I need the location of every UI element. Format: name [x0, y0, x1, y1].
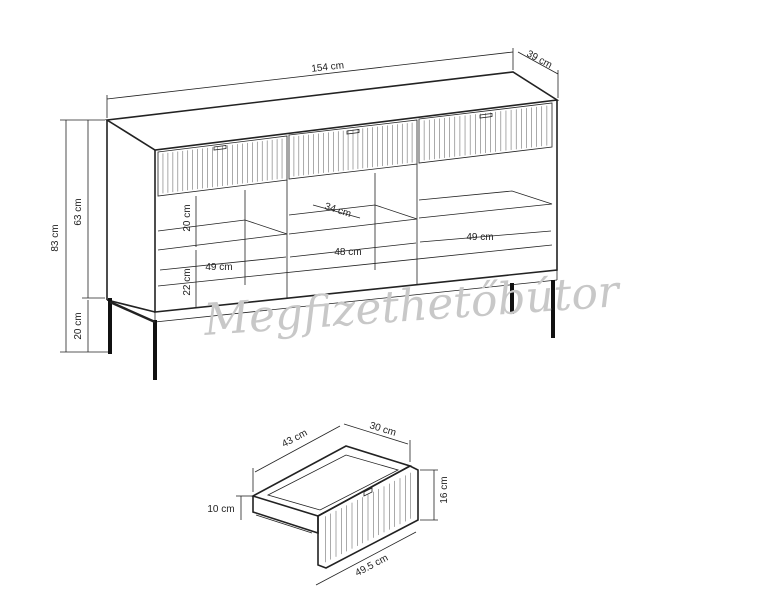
- label-drawer-side-height: 10 cm: [207, 504, 234, 515]
- drawer-panel-handle: [363, 487, 373, 497]
- label-width: 154 cm: [311, 60, 345, 75]
- drawer-handle-right: [479, 113, 493, 119]
- label-shelf-depth: 34 cm: [323, 201, 352, 220]
- watermark: Megfizethetőbútor: [201, 266, 623, 346]
- label-left-width: 49 cm: [205, 262, 232, 273]
- drawer-flutes: [162, 105, 548, 194]
- label-total-height: 83 cm: [50, 224, 61, 251]
- label-lower-shelf-height: 22 cm: [182, 268, 193, 295]
- drawer-box-top: [250, 445, 413, 517]
- drawer-front-panel: [317, 465, 419, 569]
- label-drawer-length: 43 cm: [280, 428, 309, 450]
- label-depth: 39 cm: [525, 49, 554, 71]
- drawer-box-left: [252, 496, 319, 535]
- drawer-front-right: [418, 102, 553, 164]
- drawer-box-inner: [266, 454, 400, 511]
- shelf-left: [157, 219, 288, 251]
- shelf-middle: [288, 204, 418, 235]
- drawer-handle-left: [213, 145, 227, 151]
- label-leg-height: 20 cm: [73, 312, 84, 339]
- sideboard: [104, 71, 560, 380]
- drawer-labels: 43 cm 30 cm 16 cm 10 cm 49.5 cm: [207, 420, 450, 579]
- sideboard-base-front: [154, 279, 558, 323]
- sideboard-top: [104, 71, 560, 151]
- label-drawer-front-height: 16 cm: [439, 476, 450, 503]
- drawer-detail: [236, 423, 438, 586]
- sideboard-front-outline: [154, 100, 558, 313]
- dimension-labels: 154 cm 39 cm 83 cm 63 cm 20 cm 20 cm 22 …: [50, 49, 554, 340]
- drawer-panel-flutes: [325, 472, 411, 563]
- bottom-back-line: [157, 244, 553, 287]
- sideboard-left-bottom: [106, 299, 156, 313]
- drawer-rail: [255, 514, 313, 534]
- dimension-lines: [60, 48, 559, 353]
- label-drawer-front-width: 49.5 cm: [354, 553, 391, 579]
- drawer-handle-middle: [346, 129, 360, 135]
- label-right-width: 49 cm: [466, 232, 493, 243]
- shelf-right: [418, 190, 553, 219]
- label-body-height: 63 cm: [73, 198, 84, 225]
- label-middle-width: 48 cm: [334, 247, 361, 258]
- label-upper-shelf-height: 20 cm: [182, 204, 193, 231]
- base-frame: [109, 300, 156, 324]
